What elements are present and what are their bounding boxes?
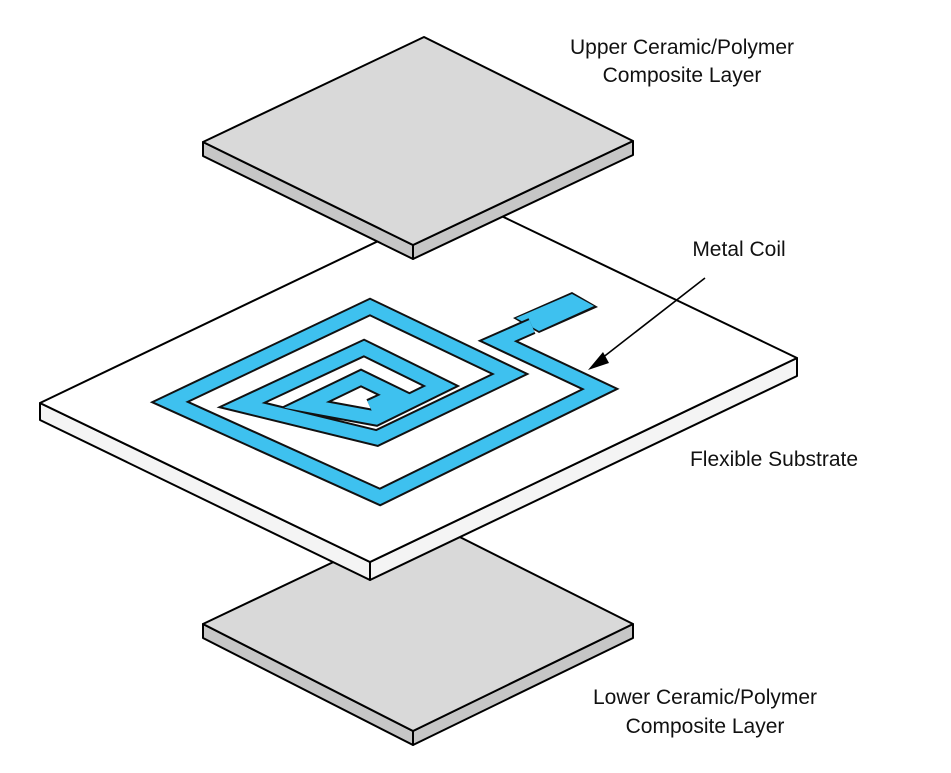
upper-layer-top-face <box>202 36 634 246</box>
metal-coil-arrowhead <box>588 352 609 370</box>
metal-coil <box>149 292 620 507</box>
lower-layer-label-line1: Lower Ceramic/Polymer <box>593 686 817 709</box>
coil-contact-pad-fill <box>516 294 594 331</box>
upper-composite-layer <box>202 36 634 260</box>
coil-spiral-trace <box>154 299 616 505</box>
metal-coil-leader-line <box>596 277 706 363</box>
lower-layer-label-line2: Composite Layer <box>626 715 785 738</box>
flexible-substrate-label: Flexible Substrate <box>690 448 858 471</box>
metal-coil-label: Metal Coil <box>692 238 785 261</box>
upper-layer-label-line2: Composite Layer <box>603 64 762 87</box>
upper-layer-label-line1: Upper Ceramic/Polymer <box>570 36 794 59</box>
metal-coil-pointer <box>588 277 706 370</box>
